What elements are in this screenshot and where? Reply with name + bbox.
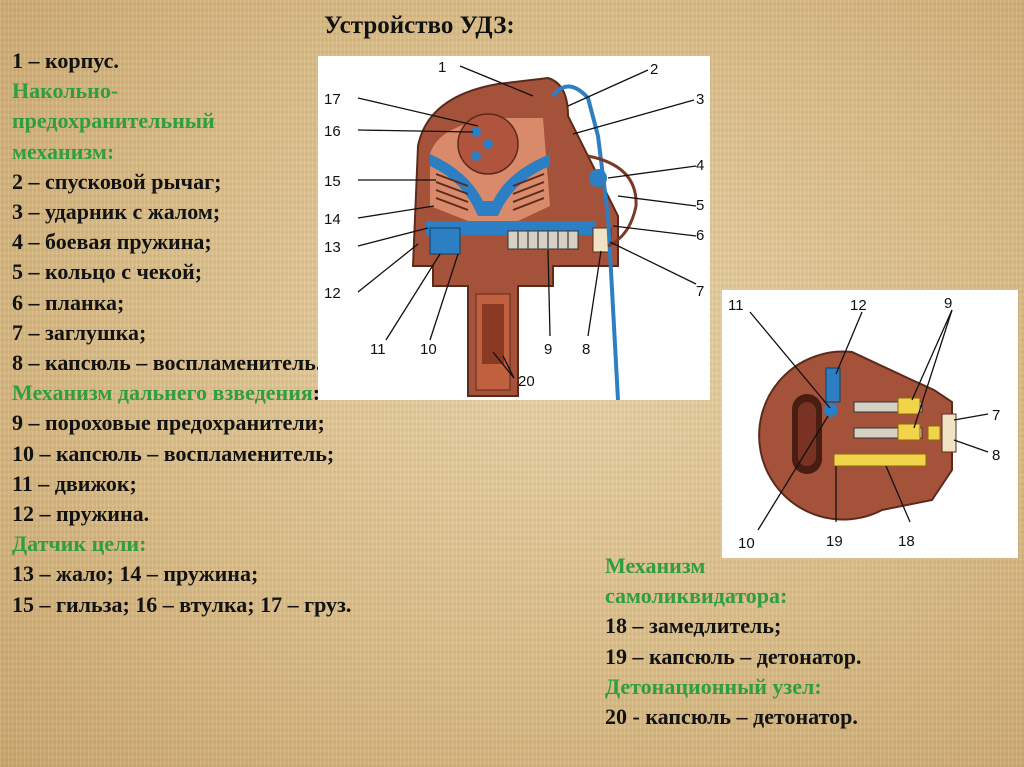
- legend-item: 9 – пороховые предохранители;: [12, 408, 325, 438]
- callout-15: 15: [324, 173, 341, 190]
- legend-text: 20 - капсюль – детонатор.: [605, 704, 858, 729]
- callout-1: 1: [438, 59, 446, 76]
- legend-item: 12 – пружина.: [12, 499, 149, 529]
- callout-13: 13: [324, 239, 341, 256]
- legend-text: 18 – замедлитель;: [605, 613, 781, 638]
- legend-text: самоликвидатора:: [605, 583, 787, 608]
- cross-section-drawing: 1 2 3 4 5 6 7 8 9 10 11 12 13 14 15 16 1…: [318, 56, 710, 400]
- legend-text: 9 – пороховые предохранители;: [12, 410, 325, 435]
- legend-item: 10 – капсюль – воспламенитель;: [12, 439, 334, 469]
- legend-text: Механизм дальнего взведения: [12, 380, 313, 405]
- callout-18: 18: [898, 533, 915, 550]
- legend-heading: Датчик цели:: [12, 529, 146, 559]
- slider-shape: [826, 368, 840, 402]
- legend-text: 10 – капсюль – воспламенитель;: [12, 441, 334, 466]
- legend-text: 12 – пружина.: [12, 501, 149, 526]
- callout-10: 10: [420, 341, 437, 358]
- callout-11: 11: [728, 297, 744, 314]
- legend-text: предохранительный: [12, 108, 215, 133]
- legend-text: 6 – планка;: [12, 290, 124, 315]
- callout-9: 9: [944, 295, 952, 312]
- callout-16: 16: [324, 123, 341, 140]
- callout-9: 9: [544, 341, 552, 358]
- self-destruct-cross-section-figure: 11 12 9 7 8 18 19 10: [722, 290, 1018, 558]
- callout-2: 2: [650, 61, 658, 78]
- legend-text: механизм:: [12, 139, 114, 164]
- callout-12: 12: [324, 285, 341, 302]
- callout-8: 8: [582, 341, 590, 358]
- callout-11: 11: [370, 341, 386, 358]
- slider-ball: [824, 403, 838, 417]
- legend-heading: Механизм дальнего взведения:: [12, 378, 320, 408]
- pin-shape: [589, 169, 607, 187]
- page-title: Устройство УДЗ:: [324, 12, 515, 40]
- legend-heading: самоликвидатора:: [605, 581, 787, 611]
- slider-shape: [430, 228, 460, 254]
- legend-item: 18 – замедлитель;: [605, 611, 781, 641]
- legend-text: 19 – капсюль – детонатор.: [605, 644, 862, 669]
- callout-19: 19: [826, 533, 843, 550]
- callout-10: 10: [738, 535, 755, 552]
- legend-text: 13 – жало; 14 – пружина;: [12, 561, 258, 586]
- powder-fuse-head: [898, 424, 920, 440]
- legend-text: 3 – ударник с жалом;: [12, 199, 220, 224]
- legend-item: 4 – боевая пружина;: [12, 227, 212, 257]
- callout-6: 6: [696, 227, 704, 244]
- legend-text: 7 – заглушка;: [12, 320, 146, 345]
- legend-text: Детонационный узел:: [605, 674, 822, 699]
- legend-text: 2 – спусковой рычаг;: [12, 169, 221, 194]
- delay-element-shape: [834, 454, 926, 466]
- legend-item: 11 – движок;: [12, 469, 137, 499]
- legend-item: 19 – капсюль – детонатор.: [605, 642, 862, 672]
- legend-item: 8 – капсюль – воспламенитель.: [12, 348, 321, 378]
- legend-item: 15 – гильза; 16 – втулка; 17 – груз.: [12, 590, 351, 620]
- callout-14: 14: [324, 211, 341, 228]
- device-cross-section-figure: 1 2 3 4 5 6 7 8 9 10 11 12 13 14 15 16 1…: [318, 56, 710, 400]
- bushing-dot: [471, 151, 481, 161]
- legend-text: Датчик цели:: [12, 531, 146, 556]
- callout-4: 4: [696, 157, 704, 174]
- slot-inner-shape: [798, 402, 816, 466]
- legend-heading: Накольно-: [12, 76, 118, 106]
- powder-fuse-head: [898, 398, 920, 414]
- legend-item: 5 – кольцо с чекой;: [12, 257, 202, 287]
- callout-3: 3: [696, 91, 704, 108]
- callout-7: 7: [696, 283, 704, 300]
- legend-text: 5 – кольцо с чекой;: [12, 259, 202, 284]
- legend-text: 15 – гильза; 16 – втулка; 17 – груз.: [12, 592, 351, 617]
- callout-12: 12: [850, 297, 867, 314]
- legend-heading: Механизм: [605, 551, 705, 581]
- legend-item: 13 – жало; 14 – пружина;: [12, 559, 258, 589]
- callout-17: 17: [324, 91, 341, 108]
- top-section-drawing: 11 12 9 7 8 18 19 10: [722, 290, 1018, 558]
- bushing-dot: [483, 139, 493, 149]
- legend-item: 7 – заглушка;: [12, 318, 146, 348]
- legend-item: 6 – планка;: [12, 288, 124, 318]
- legend-text: 4 – боевая пружина;: [12, 229, 212, 254]
- capsule-shape: [928, 426, 940, 440]
- callout-8: 8: [992, 447, 1000, 464]
- callout-20: 20: [518, 373, 535, 390]
- legend-text: Механизм: [605, 553, 705, 578]
- plug-shape: [942, 414, 956, 452]
- callout-5: 5: [696, 197, 704, 214]
- legend-text: 8 – капсюль – воспламенитель.: [12, 350, 321, 375]
- legend-text: 1 – корпус.: [12, 48, 119, 73]
- legend-text: 11 – движок;: [12, 471, 137, 496]
- legend-heading: предохранительный: [12, 106, 215, 136]
- legend-heading: механизм:: [12, 137, 114, 167]
- legend-item: 2 – спусковой рычаг;: [12, 167, 221, 197]
- legend-text: Накольно-: [12, 78, 118, 103]
- detonator-charge: [482, 304, 504, 364]
- legend-heading: Детонационный узел:: [605, 672, 822, 702]
- legend-item: 1 – корпус.: [12, 46, 119, 76]
- legend-item: 3 – ударник с жалом;: [12, 197, 220, 227]
- legend-item: 20 - капсюль – детонатор.: [605, 702, 858, 732]
- callout-7: 7: [992, 407, 1000, 424]
